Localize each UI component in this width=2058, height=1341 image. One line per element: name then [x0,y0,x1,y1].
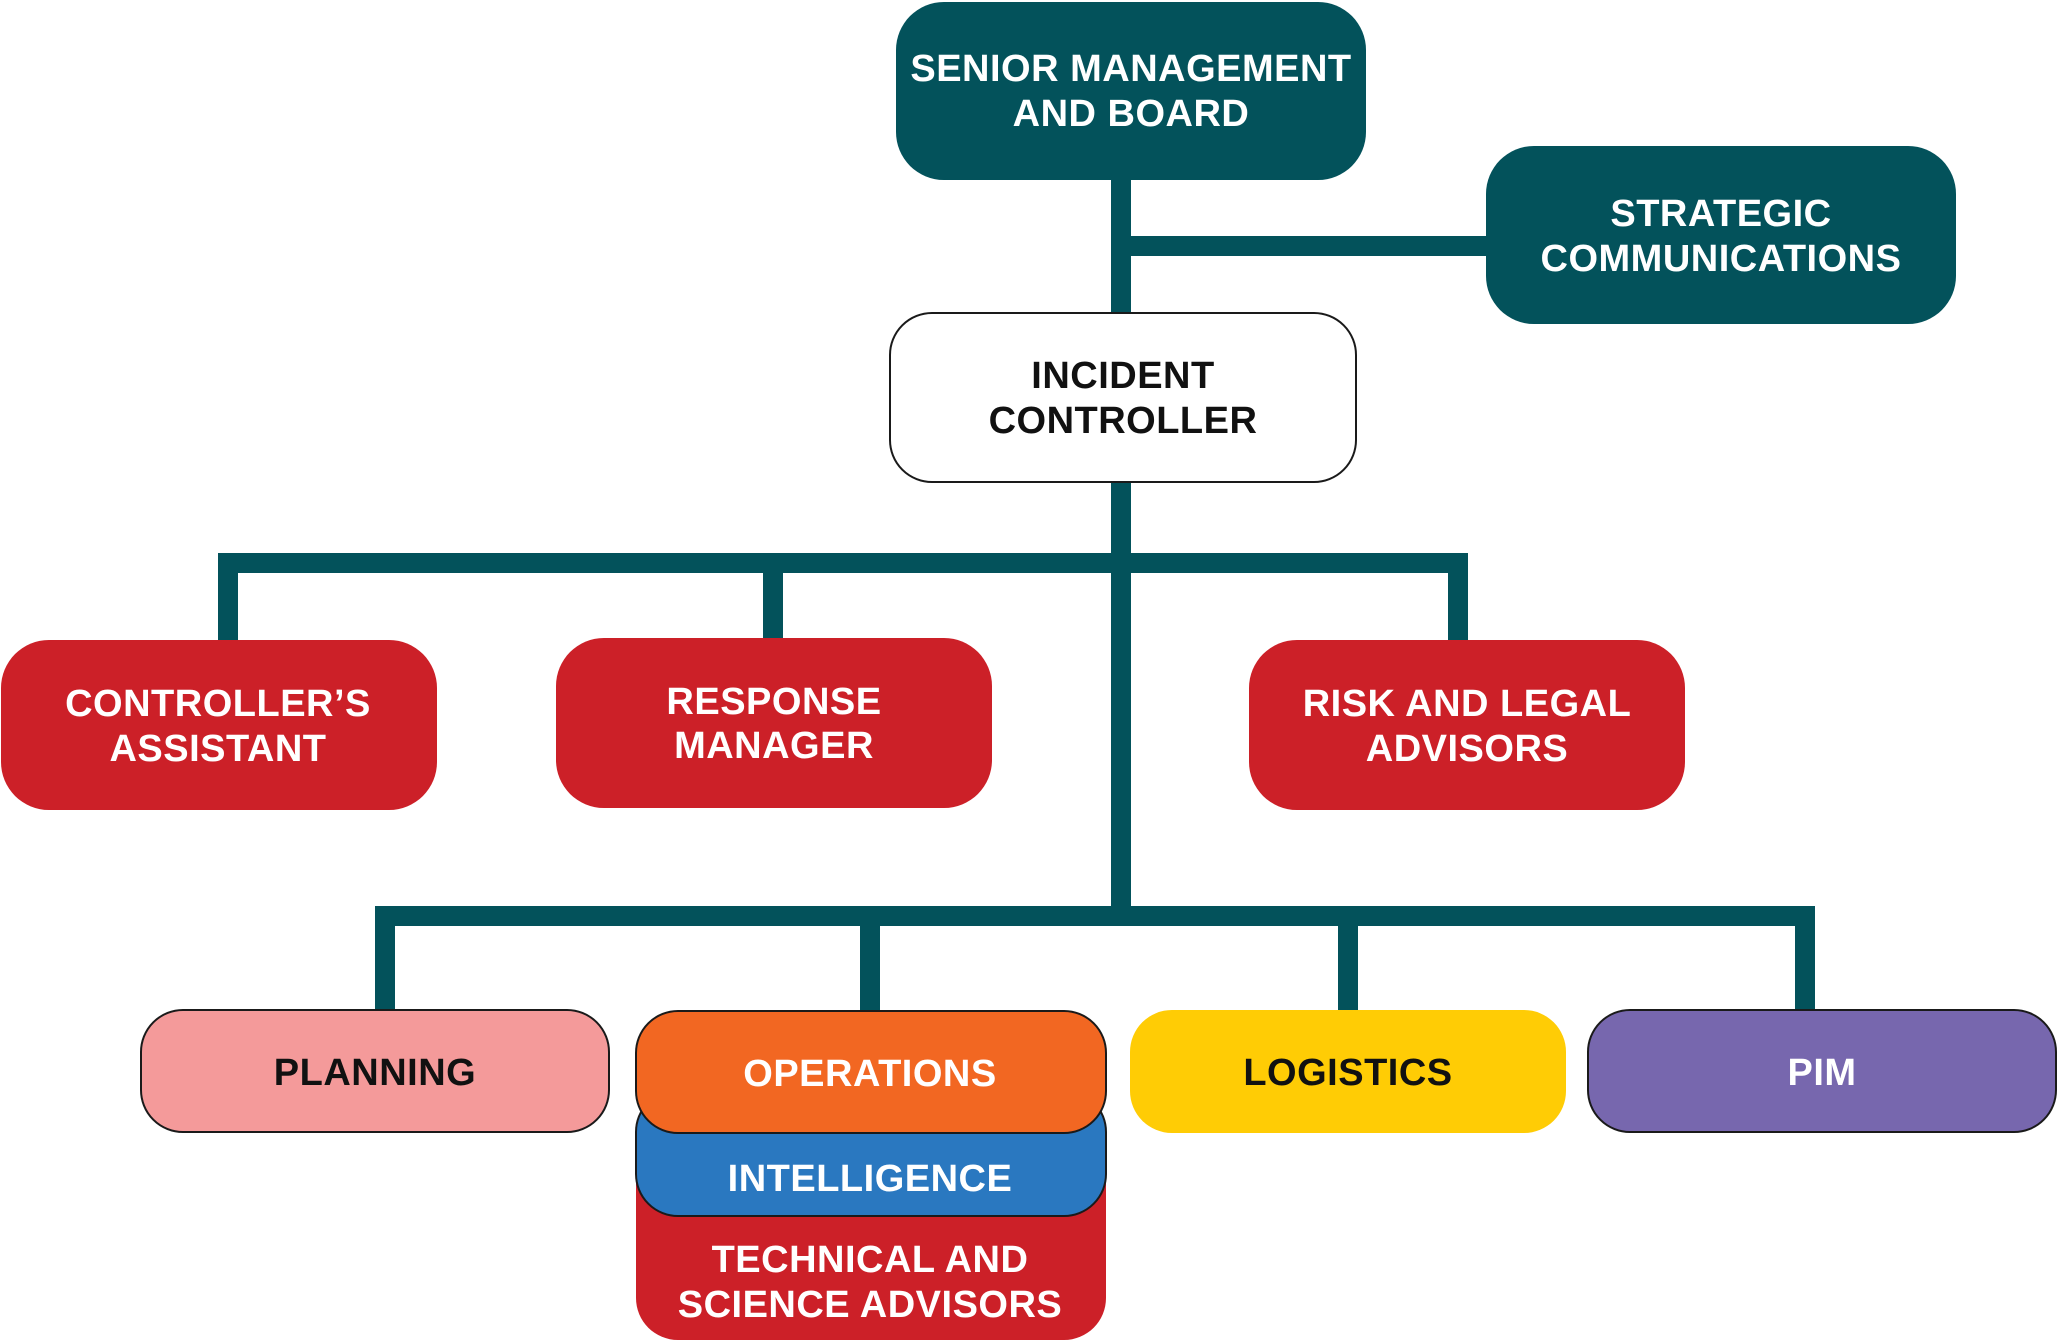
connector-to-pim [1795,906,1815,1011]
node-label-line2: ASSISTANT [109,728,326,770]
node-label-line2: MANAGER [674,725,874,767]
node-box [556,638,992,808]
node-label-line1: RESPONSE [666,681,881,723]
node-strategic-communications: STRATEGIC COMMUNICATIONS [1486,146,1956,324]
node-box [1,640,437,810]
node-label-line1: CONTROLLER’S [65,683,371,725]
connector-to-risk [1448,553,1468,643]
connector-to-planning [375,906,395,1011]
connector-to-strategic [1111,236,1491,256]
node-risk-legal-advisors: RISK AND LEGAL ADVISORS [1249,640,1685,810]
node-label-line1: INCIDENT [1031,355,1214,397]
node-controllers-assistant: CONTROLLER’S ASSISTANT [1,640,437,810]
node-label-line1: STRATEGIC [1610,193,1831,235]
connector-to-response [763,553,783,643]
node-label-line2: COMMUNICATIONS [1541,238,1902,280]
node-label: INTELLIGENCE [728,1158,1013,1200]
node-box [1587,1009,2057,1133]
node-label-line2: ADVISORS [1366,728,1568,770]
node-planning: PLANNING [140,1009,610,1133]
node-label: PLANNING [274,1052,476,1094]
node-box [1486,146,1956,324]
node-label: PIM [1787,1052,1856,1094]
connector-to-logistics [1338,906,1358,1011]
node-label: LOGISTICS [1243,1052,1452,1094]
node-label: OPERATIONS [743,1053,996,1095]
node-box [1249,640,1685,810]
node-pim: PIM [1587,1009,2057,1133]
node-label-line2: SCIENCE ADVISORS [678,1284,1063,1326]
node-label-line1: SENIOR MANAGEMENT [910,48,1351,90]
node-box [896,2,1366,180]
node-label-line2: CONTROLLER [989,400,1258,442]
node-label-line1: TECHNICAL AND [712,1239,1029,1281]
node-box [140,1009,610,1133]
node-response-manager: RESPONSE MANAGER [556,638,992,808]
node-box [889,312,1357,483]
connector-controller-trunk [1111,480,1131,910]
connector-to-assistant [218,553,238,643]
node-senior-management: SENIOR MANAGEMENT AND BOARD [896,2,1366,180]
node-operations: OPERATIONS [635,1010,1107,1134]
connector-to-operations [860,906,880,1011]
node-logistics: LOGISTICS [1130,1010,1566,1133]
connector-lower-bar [375,906,1815,926]
node-incident-controller: INCIDENT CONTROLLER [889,312,1357,483]
connector-upper-bar [218,553,1468,573]
node-label-line1: RISK AND LEGAL [1303,683,1632,725]
connectors [218,180,1815,1011]
node-box [635,1010,1107,1134]
node-label-line2: AND BOARD [1013,93,1250,135]
node-box [1130,1010,1566,1133]
